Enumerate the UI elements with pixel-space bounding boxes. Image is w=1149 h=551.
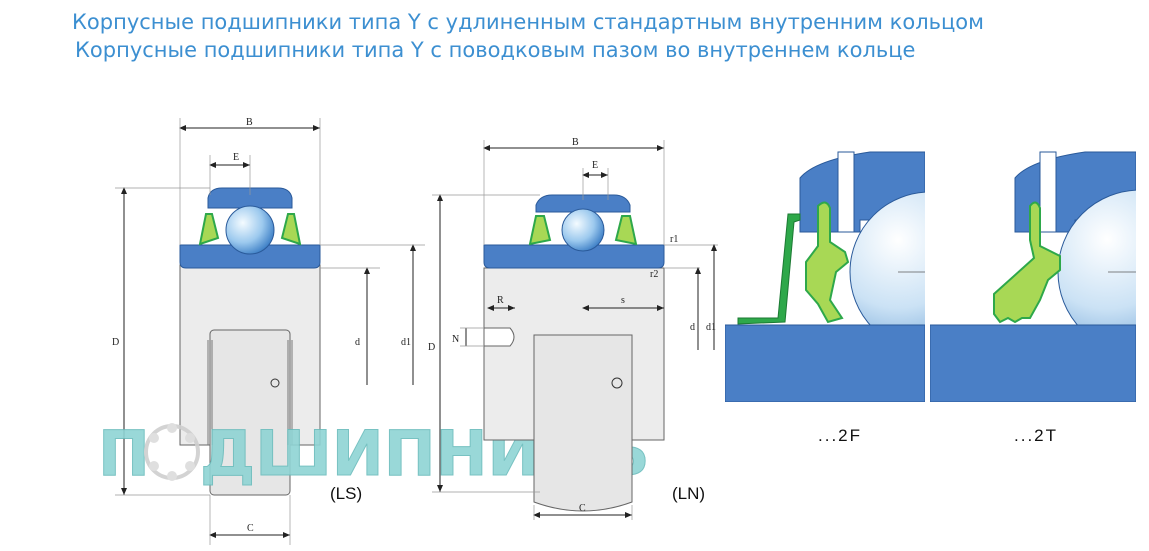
2f-seal-lip [805, 201, 850, 324]
ln-dim-C: C [579, 503, 586, 514]
ls-dim-D: D [112, 337, 119, 348]
ln-seal-right [614, 215, 638, 246]
ln-dim-E: E [592, 160, 598, 171]
ln-dim-B: B [572, 137, 579, 148]
ln-dim-r1: r1 [670, 234, 678, 245]
ln-caption: (LN) [672, 484, 705, 503]
2f-inner-ring [725, 324, 925, 402]
ls-seal-left [198, 213, 220, 246]
ls-dim-B: B [246, 117, 253, 128]
ln-dim-d1: d1 [706, 322, 716, 333]
ln-dim-s: s [621, 295, 625, 306]
ls-inner-ring-extension [209, 329, 291, 496]
ls-dim-E: E [233, 152, 239, 163]
seal-detail-2f: ...2F [725, 150, 925, 445]
2f-suffix: ...2F [818, 426, 862, 445]
2t-inner-ring [930, 324, 1136, 402]
title-line-1: Корпусные подшипники типа Y с удлиненным… [72, 10, 984, 34]
ls-set-screw-hole [270, 378, 280, 388]
ln-dim-D: D [428, 342, 435, 353]
ln-set-screw-hole [611, 377, 623, 389]
ls-caption: (LS) [330, 484, 362, 503]
page-title: Корпусные подшипники типа Y с удлиненным… [72, 8, 984, 64]
title-line-2: Корпусные подшипники типа Y с поводковым… [75, 38, 916, 62]
bearing-ln-drawing: B E D R N s r1 r2 d d1 C (LN) [428, 137, 718, 520]
ln-slot [483, 327, 515, 347]
ln-inner-ring-extension [533, 334, 633, 512]
ln-dim-r2: r2 [650, 269, 658, 280]
ls-dim-d1: d1 [401, 337, 411, 348]
logo-text-left: П [98, 417, 150, 490]
ln-seal-left [528, 215, 552, 246]
ln-dim-R: R [497, 295, 504, 306]
2f-flinger [737, 213, 801, 325]
ln-ball [561, 208, 605, 252]
ln-outer-ring [483, 244, 665, 269]
ls-outer-ring-top [207, 187, 293, 209]
ln-dim-d: d [690, 322, 695, 333]
2f-ball [849, 191, 925, 353]
ls-dim-C: C [247, 523, 254, 534]
ls-ball [225, 205, 275, 255]
ln-dim-N: N [452, 334, 459, 345]
seal-detail-2t: ...2T [930, 150, 1136, 445]
ls-dim-d: d [355, 337, 360, 348]
bearing-ls-drawing: B E D d d1 C (LS) [112, 117, 425, 545]
ls-outer-ring [179, 244, 321, 269]
2t-seal [993, 201, 1061, 324]
ls-seal-right [280, 213, 302, 246]
ln-outer-ring-top [535, 194, 631, 213]
2t-suffix: ...2T [1014, 426, 1058, 445]
